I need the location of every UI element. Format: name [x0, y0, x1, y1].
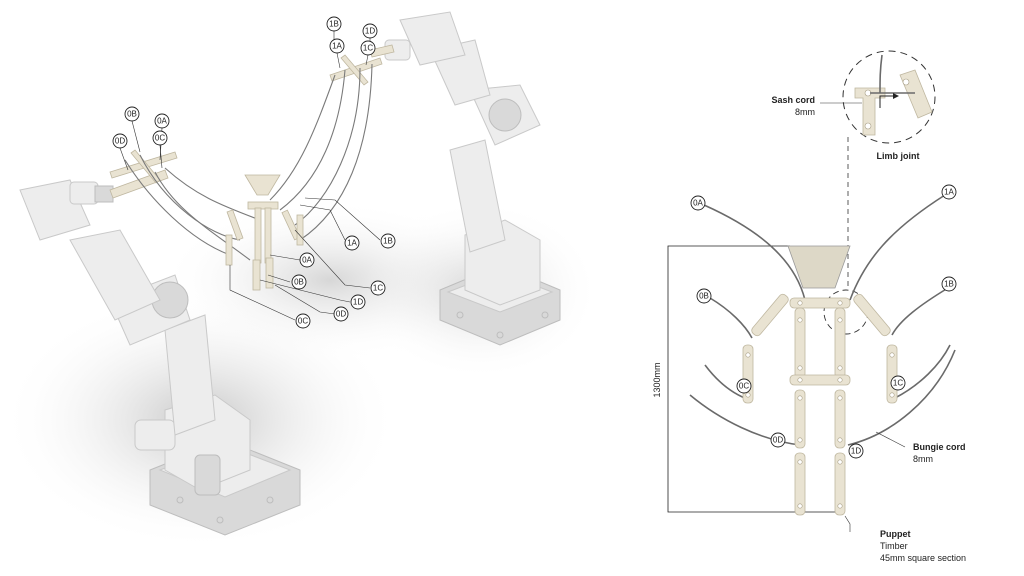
puppet-scene-tags: 1A 1B 0A 1C 0B 1D 0D 0C — [291, 233, 396, 329]
tag-1A-top: 1A — [329, 38, 345, 54]
tag-0A-center: 0A — [299, 252, 315, 268]
svg-text:1B: 1B — [329, 20, 339, 29]
tag-0C-center: 0C — [295, 313, 311, 329]
puppet-material: Timber — [880, 541, 908, 551]
svg-text:0B: 0B — [294, 278, 304, 287]
height-dimension-label: 1300mm — [652, 362, 662, 397]
svg-text:0A: 0A — [693, 199, 703, 208]
puppet-elevation: 1300mm Sash cord 8mm Limb joint — [652, 50, 966, 563]
puppet-section: 45mm square section — [880, 553, 966, 563]
tag-1D-top: 1D — [362, 23, 378, 39]
svg-text:0B: 0B — [699, 292, 709, 301]
tag-0B-elevation: 0B — [696, 288, 712, 304]
svg-text:0D: 0D — [115, 137, 125, 146]
tag-1C-elevation: 1C — [890, 375, 906, 391]
svg-text:0B: 0B — [127, 110, 137, 119]
tag-0D-center: 0D — [333, 306, 349, 322]
sash-cord-size: 8mm — [795, 107, 815, 117]
svg-text:1C: 1C — [373, 284, 383, 293]
svg-text:1D: 1D — [353, 298, 363, 307]
right-robot-arm — [369, 11, 561, 346]
svg-text:0C: 0C — [298, 317, 308, 326]
puppet-right-tags: 1A 1B 1C 1D — [848, 184, 957, 459]
tag-1A-center: 1A — [344, 235, 360, 251]
svg-text:1A: 1A — [347, 239, 357, 248]
svg-text:1B: 1B — [383, 237, 393, 246]
scene-leaders — [229, 197, 381, 321]
tag-1A-elevation: 1A — [941, 184, 957, 200]
tag-0B-left: 0B — [124, 106, 140, 122]
tag-0D-left: 0D — [112, 133, 128, 149]
tag-0A-left: 0A — [154, 113, 170, 129]
tag-0D-elevation: 0D — [770, 432, 786, 448]
svg-text:1C: 1C — [363, 44, 373, 53]
tag-0A-elevation: 0A — [690, 195, 706, 211]
puppet-left-tags: 0A 0B 0C 0D — [690, 195, 786, 448]
svg-text:1C: 1C — [893, 379, 903, 388]
tag-1C-center: 1C — [370, 280, 386, 296]
tag-0B-center: 0B — [291, 274, 307, 290]
svg-text:1B: 1B — [944, 280, 954, 289]
tag-1B-elevation: 1B — [941, 276, 957, 292]
tag-1D-elevation: 1D — [848, 443, 864, 459]
svg-text:1D: 1D — [365, 27, 375, 36]
bungie-cord-size: 8mm — [913, 454, 933, 464]
puppet-title: Puppet — [880, 529, 911, 539]
left-robot-tags: 0B 0A 0D 0C — [112, 106, 170, 171]
puppet-head — [787, 245, 851, 289]
scene-puppet — [225, 174, 304, 291]
tag-1B-top: 1B — [326, 16, 342, 32]
svg-text:1D: 1D — [851, 447, 861, 456]
svg-text:0D: 0D — [773, 436, 783, 445]
svg-text:1A: 1A — [332, 42, 342, 51]
height-dimension: 1300mm — [652, 245, 845, 513]
puppet-cords — [689, 194, 956, 446]
svg-text:0A: 0A — [302, 256, 312, 265]
limb-joint-detail: Sash cord 8mm Limb joint — [771, 50, 936, 161]
tag-0C-elevation: 0C — [736, 378, 752, 394]
robot-scene: 0B 0A 0D 0C 1B 1D 1A 1C 1A 1B 0A 1C 0B 1… — [0, 11, 600, 550]
puppet-leader — [844, 515, 851, 532]
sash-cord-title: Sash cord — [771, 95, 815, 105]
tag-1C-top: 1C — [360, 40, 376, 56]
bungie-cord-title: Bungie cord — [913, 442, 966, 452]
svg-text:0D: 0D — [336, 310, 346, 319]
right-cross-frame — [329, 54, 383, 86]
svg-text:0A: 0A — [157, 117, 167, 126]
tag-1D-center: 1D — [350, 294, 366, 310]
limb-joint-label: Limb joint — [877, 151, 920, 161]
svg-text:0C: 0C — [155, 134, 165, 143]
svg-text:0C: 0C — [739, 382, 749, 391]
tag-1B-center: 1B — [380, 233, 396, 249]
right-robot-tags: 1B 1D 1A 1C — [326, 16, 378, 69]
marionette-cords — [124, 63, 373, 261]
tag-0C-left: 0C — [152, 130, 168, 146]
bungie-cord-leader — [875, 431, 906, 448]
svg-text:1A: 1A — [944, 188, 954, 197]
puppet-body — [742, 293, 898, 516]
